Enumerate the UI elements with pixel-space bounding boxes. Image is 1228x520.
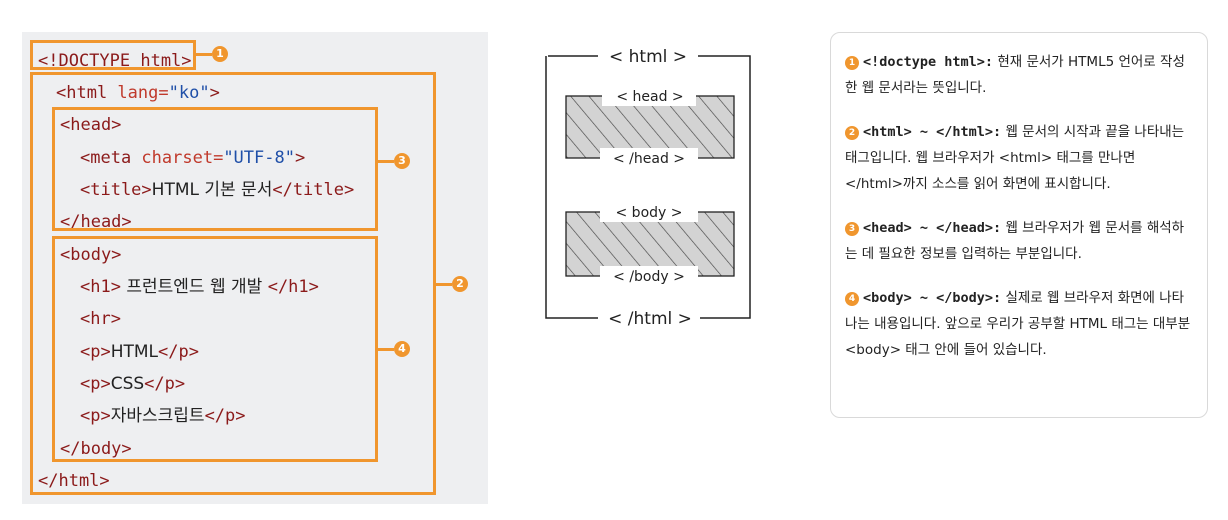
body-highlight-box	[52, 236, 378, 462]
code-line-h1: <h1> 프런트엔드 웹 개발 </h1>	[80, 274, 319, 300]
note-badge-4: 4	[845, 292, 859, 306]
code-line-body-open: <body>	[60, 242, 121, 268]
title-close-tag: </title>	[272, 180, 355, 200]
note-2-text: 웹 문서의 시작과 끝을 나타내는 태그입니다. 웹 브라우저가 <html> …	[845, 124, 1185, 192]
body-open-label: < body >	[616, 205, 683, 221]
code-line-doctype: <!DOCTYPE html>	[38, 48, 192, 74]
body-label-bg	[600, 202, 698, 222]
p-text-html: HTML	[110, 342, 159, 362]
note-badge-3: 3	[845, 222, 859, 236]
head-highlight-box	[52, 107, 378, 231]
p-close-tag: </p>	[158, 342, 199, 362]
code-line-body-close: </body>	[60, 436, 132, 462]
charset-value: "UTF-8"	[223, 148, 295, 168]
note-2-code: <html> ~ </html>:	[863, 124, 1002, 140]
html-leader-line	[436, 283, 452, 286]
html-open-close: >	[209, 83, 220, 103]
head-label-bg	[602, 86, 696, 106]
html-frame	[545, 55, 751, 319]
note-3: 3 <head> ~ </head>: 웹 브라우저가 웹 문서를 해석하는 데 …	[845, 215, 1195, 267]
code-line-p-css: <p>CSS</p>	[80, 371, 185, 397]
body-close-label-bg	[600, 266, 698, 286]
html-open-tag: <html	[56, 83, 118, 103]
callout-badge-2: 2	[452, 276, 468, 292]
p-open-tag: <p>	[80, 374, 111, 394]
callout-badge-3: 3	[394, 153, 410, 169]
note-4: 4 <body> ~ </body>: 실제로 웹 브라우저 화면에 나타나는 내…	[845, 285, 1195, 363]
p-close-tag: </p>	[144, 374, 186, 394]
html-open-label: < html >	[609, 47, 687, 67]
note-2: 2 <html> ~ </html>: 웹 문서의 시작과 끝을 나타내는 태그입…	[845, 119, 1195, 197]
note-4-code: <body> ~ </body>:	[863, 290, 1002, 306]
html-close-label: < /html >	[608, 309, 692, 329]
code-line-head-open: <head>	[60, 112, 121, 138]
p-close-tag: </p>	[204, 406, 246, 426]
note-3-text: 웹 브라우저가 웹 문서를 해석하는 데 필요한 정보를 입력하는 부분입니다.	[845, 220, 1185, 262]
meta-close: >	[294, 148, 306, 168]
p-text-js: 자바스크립트	[110, 406, 205, 426]
head-leader-line	[378, 160, 394, 163]
lang-attr: lang=	[117, 83, 169, 103]
notes-panel: 1 <!doctype html>: 현재 문서가 HTML5 언어로 작성한 웹…	[830, 32, 1208, 418]
body-close-tag: </body>	[60, 439, 132, 459]
note-badge-2: 2	[845, 126, 859, 140]
head-open-label: < head >	[616, 89, 683, 105]
head-close-tag: </head>	[60, 212, 132, 232]
lang-value: "ko"	[168, 83, 210, 103]
note-4-text: 실제로 웹 브라우저 화면에 나타나는 내용입니다. 앞으로 우리가 공부할 H…	[845, 290, 1191, 358]
meta-open-tag: <meta	[80, 148, 142, 168]
code-listing: <!DOCTYPE html> <html lang="ko"> <head> …	[38, 48, 354, 491]
code-line-p-html: <p>HTML</p>	[80, 339, 199, 365]
html-highlight-box	[30, 72, 436, 495]
head-open-tag: <head>	[60, 115, 122, 135]
doctype-tag: <!DOCTYPE html>	[38, 51, 192, 71]
code-line-html-open: <html lang="ko">	[56, 80, 220, 106]
title-open-tag: <title>	[80, 180, 152, 200]
code-line-hr: <hr>	[80, 306, 121, 332]
charset-attr: charset=	[141, 148, 224, 168]
code-panel	[22, 32, 488, 504]
note-1: 1 <!doctype html>: 현재 문서가 HTML5 언어로 작성한 웹…	[845, 49, 1195, 101]
code-line-meta: <meta charset="UTF-8">	[80, 145, 305, 171]
callout-badge-4: 4	[394, 341, 410, 357]
p-open-tag: <p>	[80, 342, 111, 362]
note-1-code: <!doctype html>:	[863, 54, 994, 70]
title-text: HTML 기본 문서	[151, 180, 273, 200]
h1-text: 프런트엔드 웹 개발	[120, 277, 268, 297]
doctype-highlight-box	[30, 40, 196, 70]
hr-tag: <hr>	[80, 309, 121, 329]
callout-badge-1: 1	[212, 46, 228, 62]
note-3-code: <head> ~ </head>:	[863, 220, 1002, 236]
doctype-leader-line	[196, 53, 212, 56]
code-line-title: <title>HTML 기본 문서</title>	[80, 177, 354, 203]
note-1-text: 현재 문서가 HTML5 언어로 작성한 웹 문서라는 뜻입니다.	[845, 54, 1185, 96]
h1-close-tag: </h1>	[267, 277, 319, 297]
code-line-html-close: </html>	[38, 468, 110, 494]
body-close-label: < /body >	[613, 269, 685, 285]
head-close-label-bg	[600, 148, 698, 168]
h1-open-tag: <h1>	[80, 277, 121, 297]
p-text-css: CSS	[110, 374, 145, 394]
html-close-tag: </html>	[38, 471, 110, 491]
body-leader-line	[378, 348, 394, 351]
structure-diagram: < html > < /html > < head > < /head > < …	[545, 47, 751, 329]
code-line-p-js: <p>자바스크립트</p>	[80, 403, 246, 429]
code-line-head-close: </head>	[60, 209, 132, 235]
head-close-label: < /head >	[613, 151, 685, 167]
head-block	[565, 95, 735, 159]
p-open-tag: <p>	[80, 406, 111, 426]
body-open-tag: <body>	[60, 245, 122, 265]
note-badge-1: 1	[845, 56, 859, 70]
